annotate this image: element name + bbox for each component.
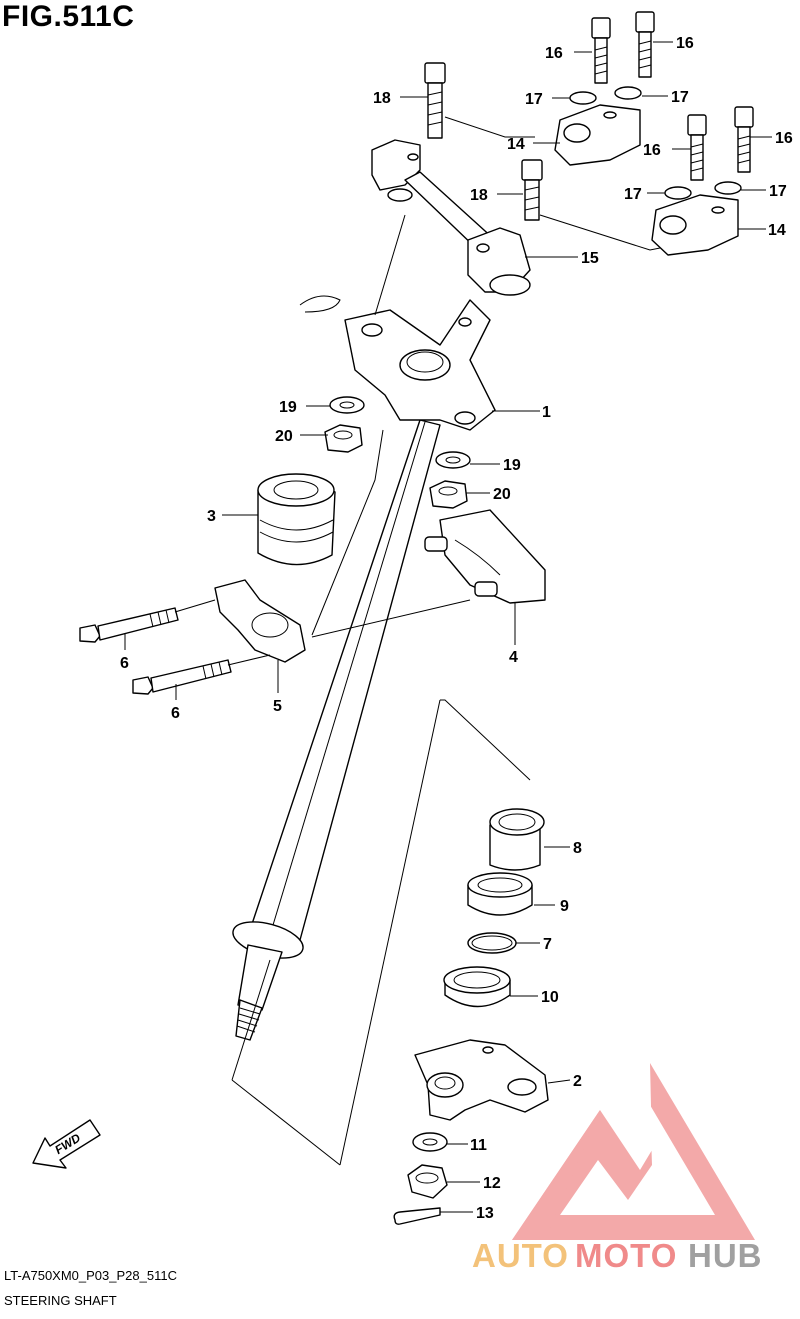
figure-name: STEERING SHAFT [4,1293,117,1308]
callout-16-c: 16 [643,142,661,159]
watermark-moto: MOTO [575,1237,677,1274]
watermark-hub: HUB [688,1237,763,1274]
watermark-triangle-left [512,1110,600,1240]
watermark-logo [512,1063,755,1240]
callout-16-b: 16 [676,35,694,52]
callout-4: 4 [509,649,518,666]
guide-lines [174,116,661,1166]
callout-7: 7 [543,936,552,953]
callout-5: 5 [273,698,282,715]
part-2-steering-arm [414,1039,549,1121]
callout-3: 3 [207,508,216,525]
nut-12 [407,1164,448,1199]
bolt-6-upper [79,607,179,643]
part-7-o-ring [467,932,517,954]
callout-14-upper: 14 [507,136,525,153]
part-1-steering-shaft-holder [299,214,496,431]
bolt-16-d [734,106,754,173]
callout-15: 15 [581,250,599,267]
washer-19-left [329,396,365,414]
washer-17-group [569,86,742,200]
callout-12: 12 [483,1175,501,1192]
callout-18-b: 18 [470,187,488,204]
callout-17-b: 17 [671,89,689,106]
washer-17-c [664,186,692,200]
callout-2: 2 [573,1073,582,1090]
bolt-16-b [635,11,655,78]
callout-16-d: 16 [775,130,793,147]
part-14-upper-clamp-1 [554,104,641,166]
bolt-6-lower [132,659,232,695]
callout-17-d: 17 [769,183,787,200]
callout-18-a: 18 [373,90,391,107]
callout-17-a: 17 [525,91,543,108]
callout-leaders [124,41,772,1213]
callout-19-left: 19 [279,399,297,416]
washer-17-a [569,91,597,105]
figure-title: FIG.511C [2,0,135,33]
callout-17-c: 17 [624,186,642,203]
callout-19-right: 19 [503,457,521,474]
part-14-upper-clamp-2 [651,194,739,256]
cotter-pin-13 [393,1207,441,1225]
watermark-text: AUTO MOTO HUB [472,1237,763,1274]
callout-20-left: 20 [275,428,293,445]
callout-1: 1 [542,404,551,421]
steering-shaft [232,419,441,1041]
part-8-bushing [489,808,545,871]
callout-10: 10 [541,989,559,1006]
part-3-steering-shaft-seal [257,473,336,566]
washer-17-d [714,181,742,195]
callout-8: 8 [573,840,582,857]
callout-6-lower: 6 [171,705,180,722]
bolt-18-b [521,159,543,221]
bolt-16-c [687,114,707,181]
part-15-handlebar-holder-brace [371,139,531,296]
figure-code: LT-A750XM0_P03_P28_511C [4,1268,177,1283]
callout-20-right: 20 [493,486,511,503]
callout-6-upper: 6 [120,655,129,672]
part-9-seal [467,872,533,916]
part-4-steering-shaft-holder [424,509,546,604]
bolt-18-a [424,62,446,139]
callout-labels: 1 2 3 4 5 6 6 7 8 9 10 11 12 13 14 14 15… [120,35,793,1222]
callout-9: 9 [560,898,569,915]
washer-11 [412,1132,448,1152]
watermark-triangle-inner [560,1105,715,1215]
part-5-steering-shaft-bushing [214,579,306,663]
bolt-16-a [591,17,611,84]
callout-11: 11 [470,1137,487,1154]
watermark-auto: AUTO [472,1237,569,1274]
callout-14-lower: 14 [768,222,786,239]
fwd-arrow: FWD [32,1119,101,1169]
part-10-seal [443,966,511,1008]
callout-13: 13 [476,1205,494,1222]
callout-16-a: 16 [545,45,563,62]
washer-19-right [435,451,471,469]
washer-17-b [614,86,642,100]
